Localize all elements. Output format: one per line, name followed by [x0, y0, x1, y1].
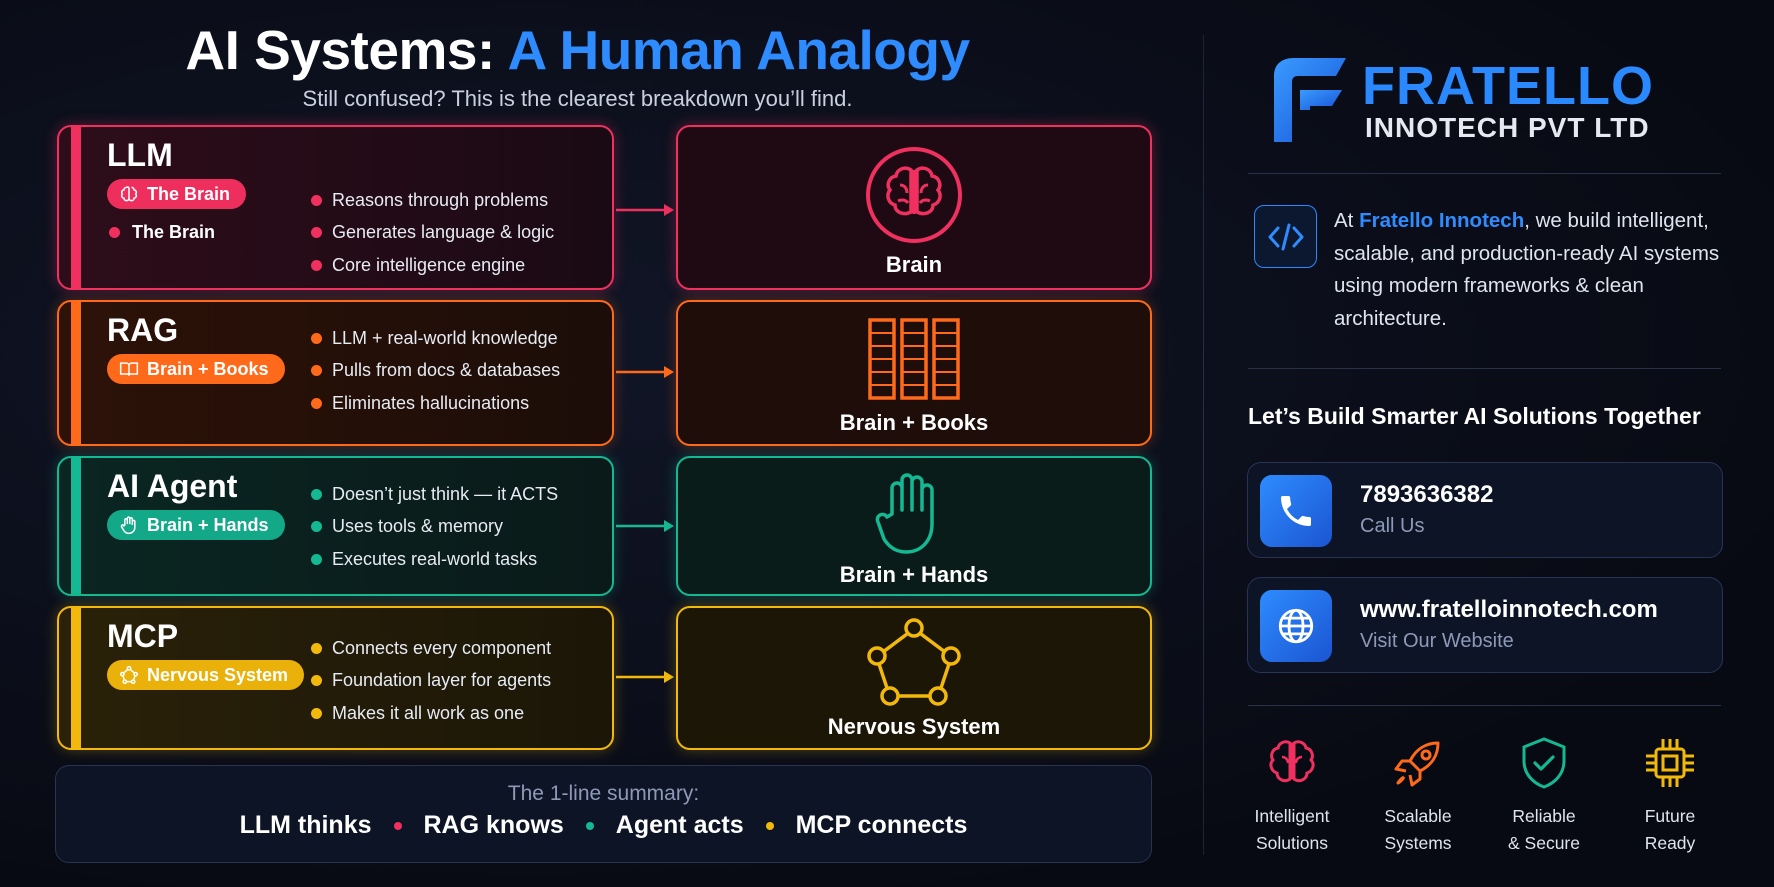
divider — [1248, 368, 1721, 369]
books-analogy-label: Brain + Books — [839, 410, 989, 435]
feature-future: Future Ready — [1607, 735, 1733, 857]
llm-title: LLM — [107, 137, 173, 173]
website-url[interactable]: www.fratelloinnotech.com — [1360, 596, 1658, 623]
page-title: AI Systems: A Human Analogy — [0, 18, 1155, 82]
phone-label: Call Us — [1360, 515, 1425, 537]
list-item: Executes real-world tasks — [311, 543, 558, 576]
network-icon — [119, 665, 139, 685]
llm-sublabel: The Brain — [109, 222, 215, 243]
books-analogy-card: Brain + Books — [676, 300, 1152, 446]
website-contact-card[interactable]: www.fratelloinnotech.com Visit Our Websi… — [1247, 577, 1723, 673]
list-item: Connects every component — [311, 632, 551, 665]
title-part-2: A Human Analogy — [507, 19, 971, 81]
arrow-right-icon — [616, 671, 674, 683]
books-icon — [868, 318, 960, 400]
website-label: Visit Our Website — [1360, 630, 1514, 652]
company-logo — [1274, 58, 1346, 142]
list-item: LLM + real-world knowledge — [311, 322, 560, 355]
summary-item: Agent acts — [615, 811, 744, 839]
feature-label: Intelligent Solutions — [1254, 806, 1330, 853]
mcp-pill: Nervous System — [107, 660, 305, 690]
summary-title: The 1-line summary: — [507, 782, 700, 805]
llm-pill: The Brain — [107, 179, 247, 209]
list-item: Generates language & logic — [311, 217, 554, 250]
rag-card: RAG Brain + Books LLM + real-world knowl… — [57, 300, 614, 446]
separator-dot — [585, 821, 594, 830]
phone-icon — [1260, 475, 1332, 547]
mcp-card: MCP Nervous System Connects every compon… — [57, 606, 614, 750]
about-highlight: Fratello Innotech — [1359, 209, 1525, 232]
feature-label: Future Ready — [1644, 806, 1696, 853]
hand-icon — [875, 473, 934, 554]
list-item: Reasons through problems — [311, 184, 554, 217]
summary-row: LLM thinks RAG knows Agent acts MCP conn… — [56, 811, 1151, 840]
separator-dot — [393, 821, 402, 830]
list-item: Doesn’t just think — it ACTS — [311, 478, 558, 511]
separator-dot — [765, 821, 774, 830]
arrow-right-icon — [616, 520, 674, 532]
mcp-title: MCP — [107, 618, 179, 654]
list-item: Makes it all work as one — [311, 697, 551, 730]
phone-contact-card[interactable]: 7893636382 Call Us — [1247, 462, 1723, 558]
list-item: Eliminates hallucinations — [311, 387, 560, 420]
hand-icon — [120, 516, 136, 535]
rocket-icon — [1394, 741, 1440, 787]
arrow-right-icon — [616, 366, 674, 378]
agent-title: AI Agent — [107, 468, 238, 504]
feature-label: Reliable & Secure — [1508, 806, 1580, 853]
page-subtitle: Still confused? This is the clearest bre… — [302, 86, 853, 111]
globe-icon — [1260, 590, 1332, 662]
network-icon — [867, 618, 961, 706]
llm-card: LLM The Brain The Brain Reasons through … — [57, 125, 614, 290]
brain-analogy-label: Brain — [885, 252, 943, 277]
cta-heading: Let’s Build Smarter AI Solutions Togethe… — [1248, 403, 1701, 429]
divider — [1248, 173, 1721, 174]
feature-reliable: Reliable & Secure — [1481, 735, 1607, 857]
mcp-bullets: Connects every component Foundation laye… — [311, 632, 551, 730]
brain-icon — [120, 186, 138, 202]
title-part-1: AI Systems: — [185, 19, 495, 81]
brain-analogy-card: Brain — [676, 125, 1152, 290]
summary-item: RAG knows — [423, 811, 564, 839]
chip-icon — [1646, 739, 1694, 787]
list-item: Uses tools & memory — [311, 511, 558, 544]
nervous-analogy-label: Nervous System — [827, 714, 1001, 739]
agent-pill: Brain + Hands — [107, 510, 285, 540]
brand-name: FRATELLO — [1362, 56, 1654, 116]
hands-analogy-label: Brain + Hands — [839, 562, 989, 587]
rag-pill-label: Brain + Books — [147, 358, 269, 379]
feature-scalable: Scalable Systems — [1355, 735, 1481, 857]
about-text: At Fratello Innotech, we build intellige… — [1334, 209, 1720, 330]
vertical-divider — [1203, 35, 1204, 855]
agent-pill-label: Brain + Hands — [147, 514, 269, 535]
brand-subtitle: INNOTECH PVT LTD — [1365, 112, 1650, 143]
rag-bullets: LLM + real-world knowledge Pulls from do… — [311, 322, 560, 420]
brain-icon — [866, 147, 962, 243]
feature-intelligent: Intelligent Solutions — [1229, 735, 1355, 857]
agent-card: AI Agent Brain + Hands Doesn’t just thin… — [57, 456, 614, 596]
rag-title: RAG — [107, 312, 179, 348]
mcp-pill-label: Nervous System — [147, 664, 289, 685]
llm-bullets: Reasons through problems Generates langu… — [311, 184, 554, 282]
divider — [1248, 705, 1721, 706]
nervous-analogy-card: Nervous System — [676, 606, 1152, 750]
hands-analogy-card: Brain + Hands — [676, 456, 1152, 596]
shield-check-icon — [1522, 737, 1566, 789]
phone-number: 7893636382 — [1360, 481, 1494, 508]
code-icon — [1254, 205, 1317, 268]
agent-bullets: Doesn’t just think — it ACTS Uses tools … — [311, 478, 558, 576]
rag-pill: Brain + Books — [107, 354, 285, 384]
summary-item: LLM thinks — [239, 811, 372, 839]
list-item: Pulls from docs & databases — [311, 355, 560, 388]
arrow-right-icon — [616, 204, 674, 216]
feature-label: Scalable Systems — [1384, 806, 1452, 853]
summary-item: MCP connects — [795, 811, 968, 839]
list-item: Foundation layer for agents — [311, 665, 551, 698]
llm-pill-label: The Brain — [147, 183, 231, 204]
summary-box: The 1-line summary: LLM thinks RAG knows… — [55, 765, 1152, 863]
list-item: Core intelligence engine — [311, 249, 554, 282]
brain-icon — [1269, 740, 1315, 783]
book-icon — [119, 362, 139, 376]
